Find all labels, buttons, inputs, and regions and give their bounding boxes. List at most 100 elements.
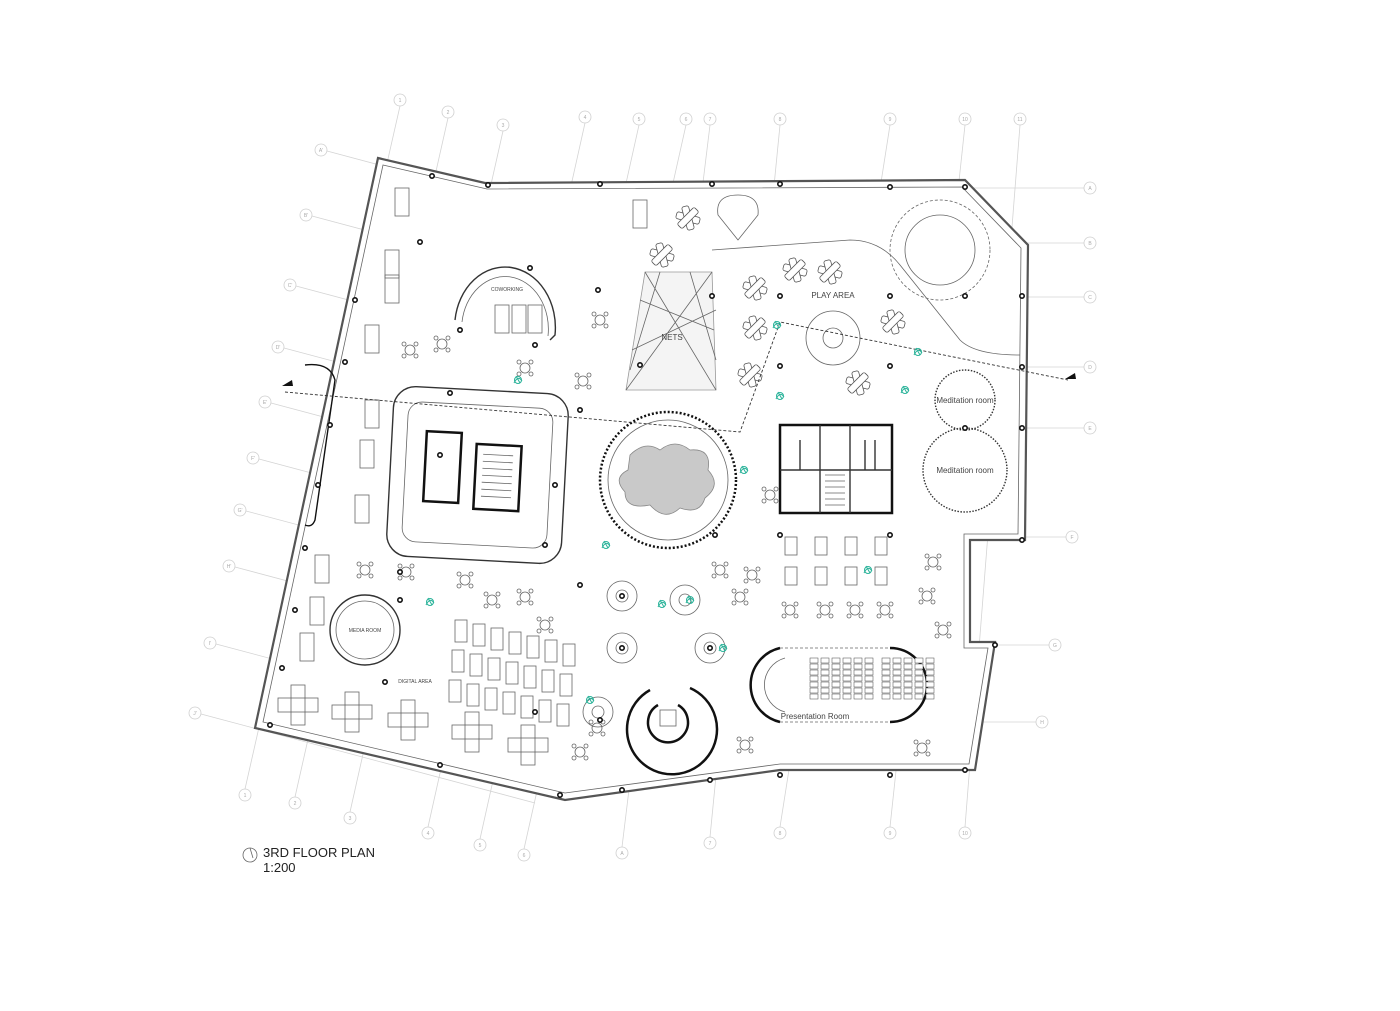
- grid-bubble-left: B': [299, 208, 313, 222]
- digital-desk: [451, 649, 465, 673]
- seat: [881, 675, 891, 682]
- round-table: [781, 601, 799, 619]
- seat: [820, 669, 830, 676]
- round-table: [536, 616, 554, 634]
- section-arrow-right-icon: [1065, 373, 1076, 379]
- rect-table: [384, 274, 400, 304]
- rect-table: [494, 304, 510, 334]
- presentation-edges: [780, 647, 890, 723]
- grid-bubble-left: C': [283, 278, 297, 292]
- left-bench: [304, 363, 336, 527]
- grid-bubble-top-label: 8: [779, 117, 782, 123]
- seat: [831, 657, 841, 664]
- column: [961, 184, 968, 191]
- grid-bubble-left: H': [222, 559, 236, 573]
- plant-icon: [900, 385, 910, 394]
- rect-table: [299, 632, 315, 662]
- grid-bubble-right: H: [1035, 715, 1049, 729]
- column: [266, 721, 273, 728]
- round-table: [456, 571, 474, 589]
- column: [428, 173, 435, 180]
- round-table: [433, 335, 451, 353]
- digital-desk: [490, 627, 504, 651]
- seat: [925, 687, 935, 694]
- spiral-stair: [625, 686, 719, 776]
- grid-bubble-right-label: C: [1088, 295, 1092, 301]
- column: [991, 641, 998, 648]
- presentation-room: [749, 646, 781, 724]
- stair-treads: [480, 453, 514, 499]
- seat: [914, 687, 924, 694]
- plant-icon: [425, 597, 435, 606]
- digital-desk: [523, 665, 537, 689]
- seat: [892, 681, 902, 688]
- column: [961, 292, 968, 299]
- seat: [842, 681, 852, 688]
- grid-bubble-top: 9: [883, 112, 897, 126]
- round-table: [846, 601, 864, 619]
- plant-icon: [657, 599, 667, 608]
- grid-bubble-right-label: B: [1088, 241, 1092, 247]
- column: [396, 596, 403, 603]
- digital-desk: [454, 619, 468, 643]
- structural-columns: [266, 173, 1025, 798]
- grid-bubble-top-label: 9: [889, 117, 892, 123]
- seat: [914, 681, 924, 688]
- grid-bubble-top-label: 7: [709, 117, 712, 123]
- column: [531, 341, 538, 348]
- grid-bubble-bottom-label: 7: [709, 841, 712, 847]
- column: [341, 358, 348, 365]
- seat: [892, 675, 902, 682]
- spiral-stair-inner: [646, 703, 690, 744]
- round-table: [711, 561, 729, 579]
- column: [886, 362, 893, 369]
- round-table: [516, 588, 534, 606]
- column: [484, 182, 491, 189]
- seat: [881, 663, 891, 670]
- circular-track: [889, 199, 991, 301]
- cross-workstation: [277, 684, 319, 726]
- round-table: [588, 719, 606, 737]
- grid-bubble-right: C: [1083, 290, 1097, 304]
- plant-icon: [772, 320, 782, 329]
- column: [1018, 292, 1025, 299]
- grid-bubble-right: E: [1083, 421, 1097, 435]
- column: [886, 531, 893, 538]
- column: [446, 389, 453, 396]
- elevator-shaft: [421, 429, 464, 505]
- seat: [903, 669, 913, 676]
- digital-desk: [448, 679, 462, 703]
- grid-bubble-bottom-label: 9: [889, 831, 892, 837]
- grid-bubble-bottom: 3: [343, 811, 357, 825]
- seat: [903, 693, 913, 700]
- column: [278, 664, 285, 671]
- star-seat: [737, 362, 763, 388]
- column: [541, 541, 548, 548]
- meditation-room-1-label: Meditation room: [936, 396, 994, 405]
- seat: [831, 675, 841, 682]
- seat: [842, 687, 852, 694]
- cross-workstation: [507, 724, 549, 766]
- column: [708, 181, 715, 188]
- seat: [925, 657, 935, 664]
- grid-bubble-top-label: 6: [685, 117, 688, 123]
- seat: [903, 675, 913, 682]
- rect-table: [314, 554, 330, 584]
- meditation-room-2: [922, 427, 1008, 513]
- round-table: [574, 372, 592, 390]
- column: [706, 644, 713, 651]
- grid-bubble-left-label: C': [288, 283, 293, 289]
- grid-bubble-top-label: 10: [962, 117, 968, 123]
- plant-icon: [739, 465, 749, 474]
- grid-bubble-bottom-label: 1: [244, 793, 247, 799]
- coworking-arc: [454, 266, 557, 341]
- seat: [842, 675, 852, 682]
- desk: [784, 536, 798, 556]
- seat: [853, 663, 863, 670]
- star-seat: [817, 259, 843, 285]
- plant-icon: [718, 643, 728, 652]
- grid-bubble-right: G: [1048, 638, 1062, 652]
- circular-track-inner: [904, 214, 976, 286]
- wc-partitions: [780, 425, 892, 513]
